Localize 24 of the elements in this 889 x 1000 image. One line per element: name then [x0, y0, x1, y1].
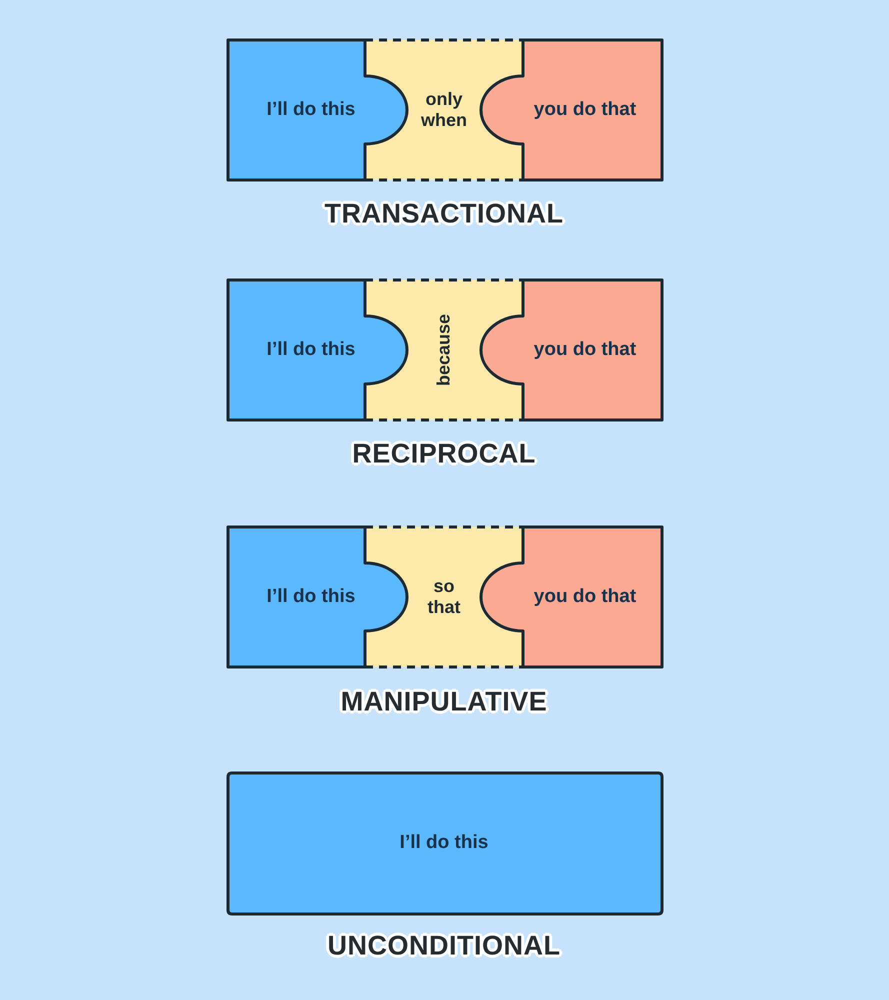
statement-box: [226, 771, 664, 916]
category-title: RECIPROCAL: [352, 438, 536, 470]
puzzle-piece: [365, 525, 523, 669]
piece-label: I’ll do this: [400, 832, 488, 854]
piece-label: I’ll do this: [266, 586, 356, 608]
puzzle-piece: [365, 278, 523, 422]
category-title: TRANSACTIONAL: [324, 198, 564, 230]
piece-label: you do that: [534, 586, 636, 608]
puzzle-piece: [226, 38, 409, 182]
puzzle-piece: [226, 278, 409, 422]
piece-label: you do that: [534, 99, 636, 121]
conjunction-label: so that: [428, 576, 460, 618]
puzzle-piece: [479, 38, 664, 182]
puzzle-piece: [226, 525, 409, 669]
piece-label: I’ll do this: [266, 99, 356, 121]
conjunction-label: only when: [421, 89, 467, 131]
puzzle-piece: [479, 278, 664, 422]
conjunction-label: because: [434, 314, 454, 386]
piece-label: I’ll do this: [266, 339, 356, 361]
puzzle-piece: [479, 525, 664, 669]
category-title: MANIPULATIVE: [340, 686, 548, 718]
piece-label: you do that: [534, 339, 636, 361]
puzzle-piece: [365, 38, 523, 182]
category-title: UNCONDITIONAL: [328, 930, 560, 962]
